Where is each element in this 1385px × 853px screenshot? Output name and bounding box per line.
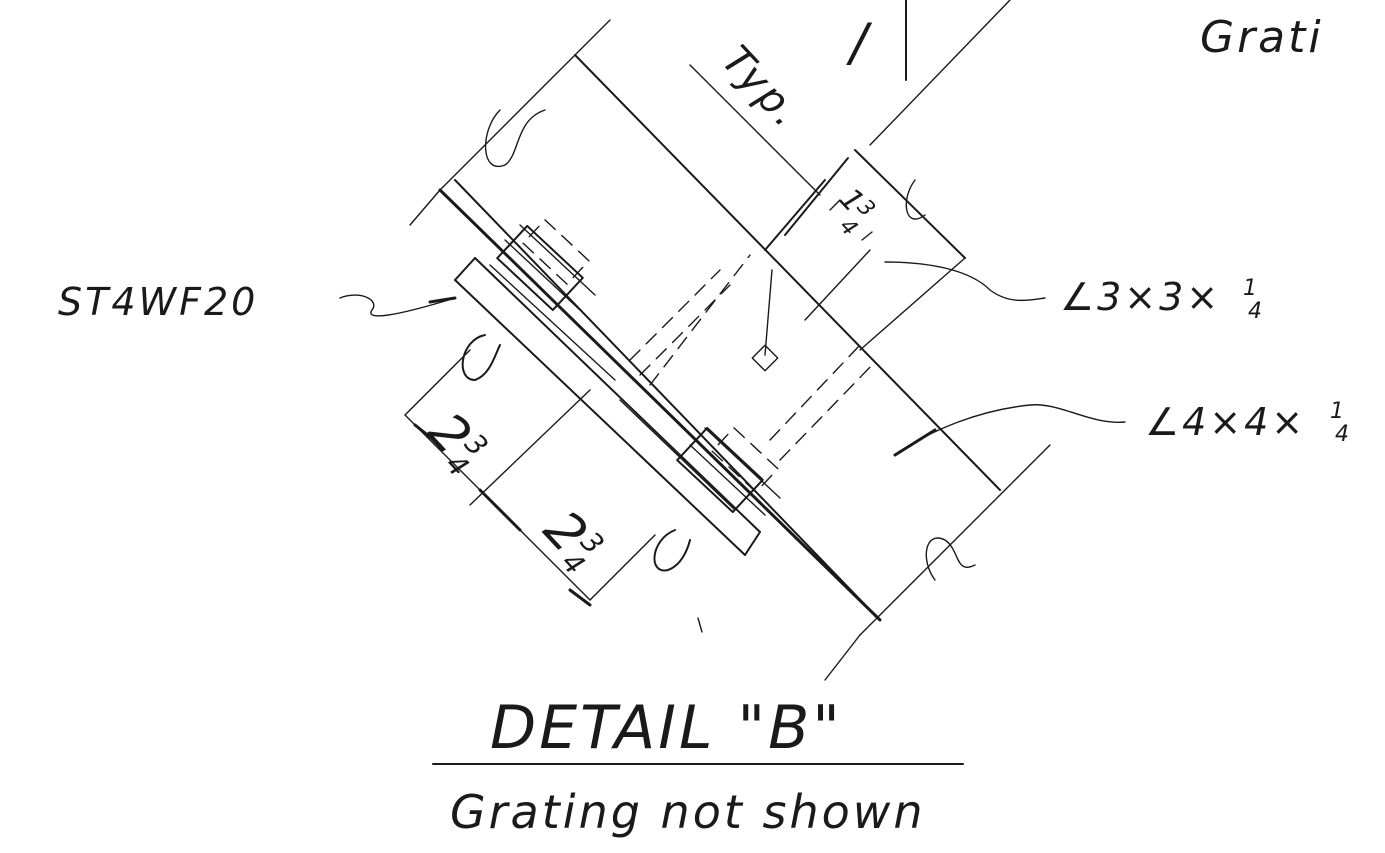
label-angle-4x4-frac-den: 4 (1335, 422, 1349, 447)
leader-tee-arrow (428, 296, 457, 304)
leader-tee (339, 294, 456, 317)
dimension-spacing-left: 2 3 4 (416, 402, 494, 484)
bolt-lower (676, 426, 781, 516)
leader-angle-3x3 (884, 261, 1046, 302)
leader-angle-4x4 (894, 404, 1126, 456)
label-angle-4x4-frac-num: 1 (1330, 399, 1344, 424)
label-angle-3x3-frac-num: 1 (1243, 276, 1257, 301)
extension-line-lr-2 (824, 634, 861, 681)
dimension-spacing-lower: 2 3 4 (532, 500, 610, 582)
label-tee: ST4WF20 (58, 280, 258, 324)
break-mark-upper (484, 109, 546, 168)
typ-leader (689, 64, 821, 196)
round-end-lower (653, 529, 691, 572)
section-mark: / (846, 13, 873, 73)
extension-line-ul-2 (409, 189, 441, 226)
extension-line-ul-1 (439, 19, 611, 191)
typ-label: Typ. (713, 37, 811, 138)
round-end-upper (461, 334, 501, 381)
detail-title: DETAIL "B" (490, 693, 843, 763)
angle-4x4-body (438, 54, 1001, 622)
leader-angle-4x4-arrow (893, 428, 937, 457)
corner-text: Grati (1200, 12, 1324, 63)
angle-3x3-body (764, 149, 966, 351)
dimension-spacing-lines (404, 349, 656, 607)
label-angle-3x3-frac-den: 4 (1248, 299, 1262, 324)
label-angle-4x4: ∠4×4× (1145, 400, 1306, 444)
detail-note: Grating not shown (450, 785, 926, 839)
extension-line-lr-1 (859, 444, 1051, 636)
hidden-lines (629, 254, 876, 461)
tick-mark (697, 617, 703, 633)
dimension-gage-top: 1 3 4 (829, 179, 926, 241)
tee-member (454, 257, 761, 556)
break-mark-lower (925, 537, 976, 581)
label-angle-3x3: ∠3×3× (1060, 275, 1221, 319)
diagonal-extension-upper (869, 0, 1011, 146)
bolt-upper (496, 219, 596, 312)
